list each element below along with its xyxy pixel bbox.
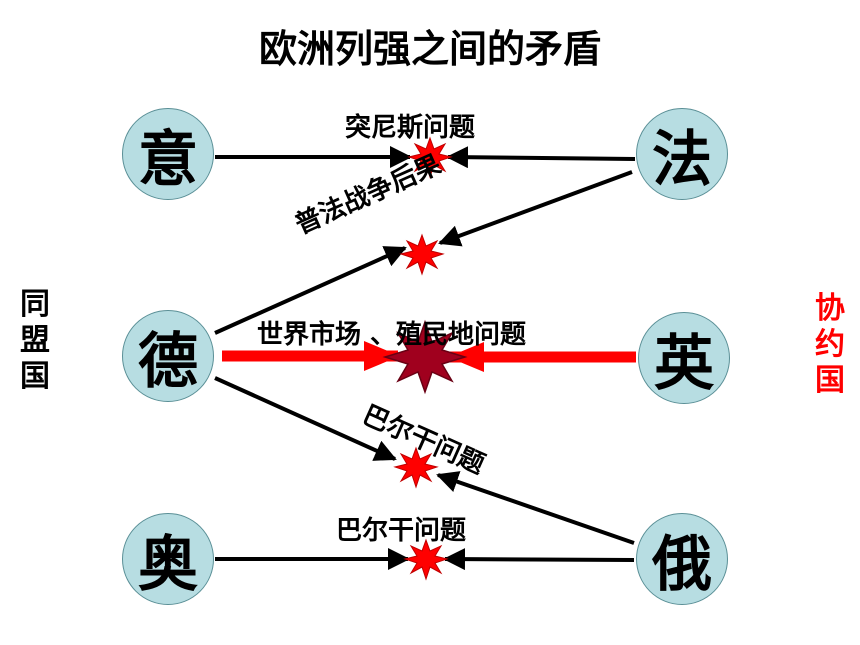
entente-char-1: 协 (815, 291, 845, 326)
country-node-russia: 俄 (636, 513, 728, 605)
conflict-burst-market-colony (382, 319, 468, 395)
arrow-france-to-franco-prussian (438, 170, 633, 247)
central-powers-char-1: 同 (20, 287, 50, 322)
country-node-france: 法 (636, 108, 728, 200)
conflict-burst-franco-prussian (399, 233, 445, 276)
arrow-germany-to-balkans (214, 376, 397, 461)
country-node-italy: 意 (122, 108, 214, 200)
arrow-russia-to-balkans-2 (443, 548, 635, 571)
conflict-burst-balkans-1 (393, 446, 439, 489)
arrow-france-to-tunisia (446, 146, 636, 169)
diagram-title: 欧洲列强之间的矛盾 (258, 27, 601, 71)
entente-label: 协 约 国 (810, 291, 850, 399)
conflict-label-tunisia: 突尼斯问题 (345, 113, 476, 143)
arrow-germany-to-franco-prussian (214, 246, 407, 335)
conflict-label-balkans-2: 巴尔干问题 (336, 516, 467, 546)
central-powers-char-3: 国 (20, 359, 50, 394)
country-node-britain: 英 (638, 312, 730, 404)
entente-char-3: 国 (815, 363, 845, 398)
arrow-russia-to-balkans-1 (436, 471, 635, 545)
conflict-burst-balkans-2 (403, 538, 449, 581)
country-node-austria: 奥 (122, 513, 214, 605)
conflict-burst-tunisia (407, 136, 453, 179)
central-powers-label: 同 盟 国 (15, 287, 55, 395)
entente-char-2: 约 (815, 327, 845, 362)
central-powers-char-2: 盟 (20, 323, 50, 358)
conflict-label-market-colony: 世界市场 、殖民地问题 (257, 320, 527, 350)
country-node-germany: 德 (122, 310, 214, 402)
